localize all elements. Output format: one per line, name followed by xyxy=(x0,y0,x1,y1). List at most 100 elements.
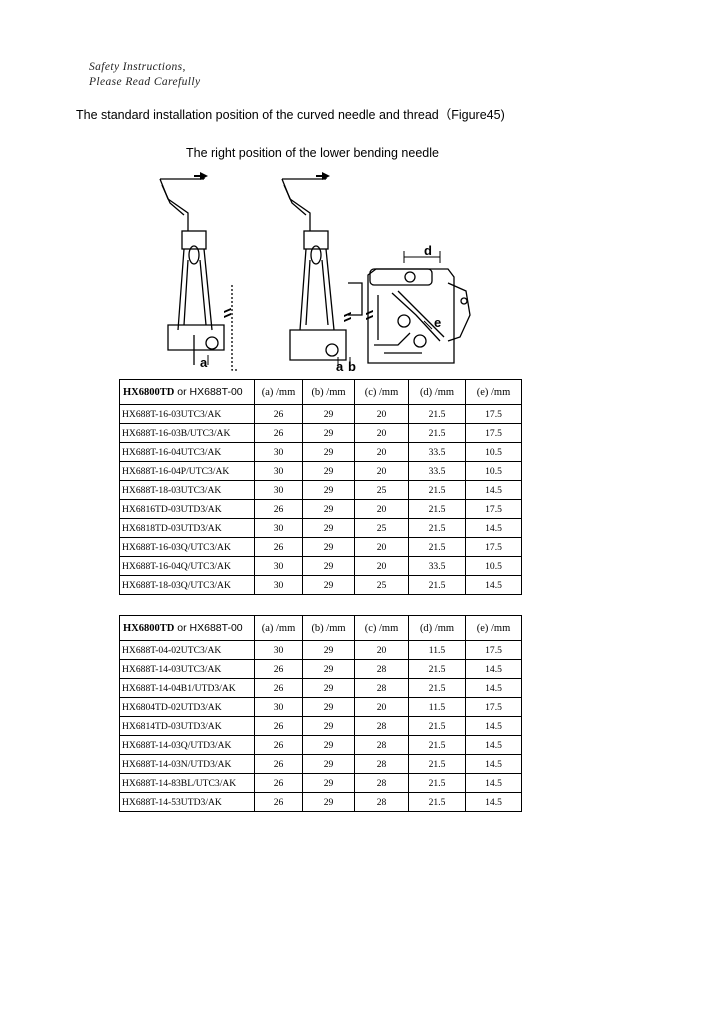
value-c-cell: 28 xyxy=(354,773,409,793)
column-header-e: (e) /mm xyxy=(465,379,522,405)
value-b-cell: 29 xyxy=(302,754,355,774)
needle-arm-left xyxy=(159,175,238,371)
value-b-cell: 29 xyxy=(302,792,355,812)
value-d-cell: 21.5 xyxy=(408,404,466,424)
safety-line-2: Please Read Carefully xyxy=(89,76,201,88)
value-b-cell: 29 xyxy=(302,716,355,736)
label-a-middle: a xyxy=(336,359,344,374)
value-a-cell: 26 xyxy=(254,792,303,812)
value-e-cell: 14.5 xyxy=(465,575,522,595)
value-e-cell: 17.5 xyxy=(465,423,522,443)
value-a-cell: 30 xyxy=(254,480,303,500)
value-c-cell: 20 xyxy=(354,697,409,717)
value-c-cell: 20 xyxy=(354,499,409,519)
value-b-cell: 29 xyxy=(302,537,355,557)
value-b-cell: 29 xyxy=(302,735,355,755)
value-b-cell: 29 xyxy=(302,659,355,679)
column-header-d: (d) /mm xyxy=(408,379,466,405)
value-d-cell: 21.5 xyxy=(408,754,466,774)
value-e-cell: 14.5 xyxy=(465,773,522,793)
value-d-cell: 33.5 xyxy=(408,556,466,576)
model-cell: HX6804TD-02UTD3/AK xyxy=(119,697,255,717)
value-c-cell: 20 xyxy=(354,556,409,576)
model-cell: HX688T-14-83BL/UTC3/AK xyxy=(119,773,255,793)
safety-line-1: Safety Instructions, xyxy=(89,61,186,73)
arrow-left xyxy=(200,172,208,180)
value-d-cell: 21.5 xyxy=(408,537,466,557)
value-e-cell: 17.5 xyxy=(465,537,522,557)
value-e-cell: 10.5 xyxy=(465,556,522,576)
value-d-cell: 21.5 xyxy=(408,716,466,736)
value-c-cell: 28 xyxy=(354,735,409,755)
model-cell: HX688T-14-53UTD3/AK xyxy=(119,792,255,812)
needle-diagram: a a b d e xyxy=(159,172,471,374)
value-d-cell: 21.5 xyxy=(408,499,466,519)
value-b-cell: 29 xyxy=(302,773,355,793)
value-d-cell: 33.5 xyxy=(408,442,466,462)
label-b: b xyxy=(348,359,356,374)
model-cell: HX688T-16-04UTC3/AK xyxy=(119,442,255,462)
value-b-cell: 29 xyxy=(302,461,355,481)
value-c-cell: 20 xyxy=(354,537,409,557)
dimension-line-d xyxy=(403,251,441,263)
model-cell: HX6818TD-03UTD3/AK xyxy=(119,518,255,538)
column-header-e: (e) /mm xyxy=(465,615,522,641)
table-header-row: HX6800TD or HX688T-00 (a) /mm (b) /mm (c… xyxy=(119,615,522,641)
value-b-cell: 29 xyxy=(302,480,355,500)
model-cell: HX688T-16-03UTC3/AK xyxy=(119,404,255,424)
dimension-line-e xyxy=(423,320,433,330)
value-a-cell: 26 xyxy=(254,716,303,736)
value-c-cell: 28 xyxy=(354,716,409,736)
column-header-a: (a) /mm xyxy=(254,379,303,405)
model-cell: HX6816TD-03UTD3/AK xyxy=(119,499,255,519)
value-a-cell: 26 xyxy=(254,754,303,774)
value-a-cell: 30 xyxy=(254,697,303,717)
value-c-cell: 20 xyxy=(354,423,409,443)
value-d-cell: 21.5 xyxy=(408,518,466,538)
value-d-cell: 21.5 xyxy=(408,575,466,595)
column-header-b: (b) /mm xyxy=(302,615,355,641)
value-b-cell: 29 xyxy=(302,678,355,698)
figure-title: The right position of the lower bending … xyxy=(186,146,439,160)
model-cell: HX688T-04-02UTC3/AK xyxy=(119,640,255,660)
label-a-left: a xyxy=(200,355,208,370)
value-e-cell: 17.5 xyxy=(465,640,522,660)
value-d-cell: 21.5 xyxy=(408,659,466,679)
value-c-cell: 25 xyxy=(354,575,409,595)
value-b-cell: 29 xyxy=(302,404,355,424)
value-e-cell: 17.5 xyxy=(465,404,522,424)
value-e-cell: 14.5 xyxy=(465,659,522,679)
looper-mechanism xyxy=(348,268,471,364)
model-column-header: HX6800TD or HX688T-00 xyxy=(119,379,255,405)
spec-table-1: HX6800TD or HX688T-00 (a) /mm (b) /mm (c… xyxy=(119,379,522,595)
value-a-cell: 30 xyxy=(254,461,303,481)
value-b-cell: 29 xyxy=(302,575,355,595)
value-c-cell: 28 xyxy=(354,678,409,698)
value-a-cell: 26 xyxy=(254,659,303,679)
value-a-cell: 30 xyxy=(254,556,303,576)
value-a-cell: 30 xyxy=(254,518,303,538)
label-e: e xyxy=(434,315,441,330)
value-e-cell: 14.5 xyxy=(465,735,522,755)
value-a-cell: 26 xyxy=(254,423,303,443)
value-a-cell: 26 xyxy=(254,678,303,698)
value-e-cell: 17.5 xyxy=(465,697,522,717)
value-a-cell: 26 xyxy=(254,499,303,519)
value-d-cell: 21.5 xyxy=(408,678,466,698)
model-cell: HX688T-16-04Q/UTC3/AK xyxy=(119,556,255,576)
value-a-cell: 26 xyxy=(254,404,303,424)
model-cell: HX688T-18-03Q/UTC3/AK xyxy=(119,575,255,595)
safety-notice: Safety Instructions, Please Read Careful… xyxy=(89,60,200,90)
value-e-cell: 14.5 xyxy=(465,716,522,736)
spec-table-2: HX6800TD or HX688T-00 (a) /mm (b) /mm (c… xyxy=(119,615,522,812)
